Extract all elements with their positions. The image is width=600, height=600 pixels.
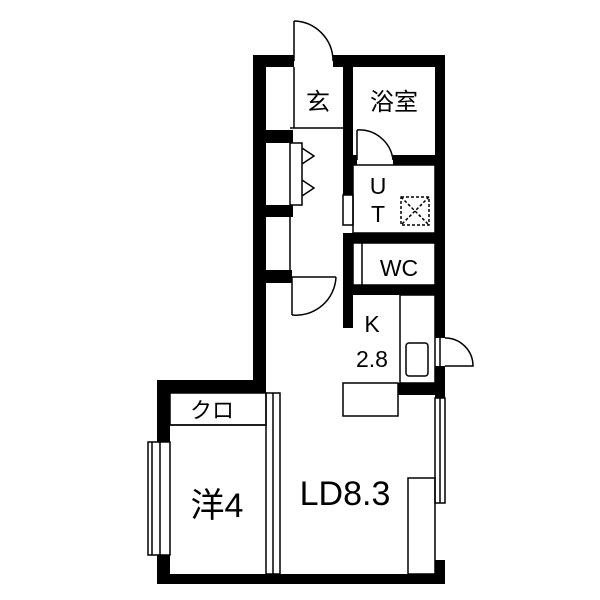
wall-left-upper: [253, 55, 266, 393]
shoe-closet: [289, 142, 303, 206]
wall-bath-bottom: [393, 155, 445, 165]
wall-bedroom-left-upper: [157, 380, 170, 442]
wall-toilet-bottom: [343, 285, 445, 295]
wall-utility-left: [343, 155, 353, 195]
kitchen-counter: [399, 294, 436, 384]
wall-top-right: [333, 55, 445, 67]
bedroom-window: [147, 441, 171, 556]
label-kitchen-name: K: [364, 311, 380, 337]
bathroom-door: [356, 129, 394, 161]
wall-bottom: [157, 574, 445, 584]
wall-utility-toilet: [343, 233, 445, 243]
wall-right-lower: [435, 366, 445, 398]
wall-corridor-bottom: [266, 270, 292, 283]
toilet-room-frame: [352, 242, 436, 286]
ld-window-lower: [407, 477, 436, 575]
label-toilet: WC: [380, 255, 418, 281]
interior-walls: [266, 55, 445, 395]
label-living-dining: LD8.3: [300, 475, 391, 513]
ld-door: [291, 276, 337, 316]
kitchen-side-door: [439, 337, 474, 367]
label-kitchen-size: 2.8: [356, 346, 388, 372]
utility-shelf: [342, 194, 354, 226]
closet-door-swing-1: [301, 147, 316, 165]
label-closet: クロ: [190, 398, 234, 423]
wall-corridor-step1: [266, 130, 293, 143]
washer-pan-diag-2: [400, 196, 430, 226]
label-entrance: 玄: [306, 89, 330, 116]
wall-entrance-bath: [343, 55, 353, 155]
label-utility-t: T: [371, 201, 385, 227]
door-swings: [291, 20, 474, 367]
wall-right-bottom: [435, 560, 445, 584]
kitchen-sink: [405, 342, 429, 377]
kitchen-cabinet: [342, 382, 399, 417]
outer-walls: [157, 55, 445, 584]
closet-door-swing-2: [301, 179, 316, 197]
front-door: [293, 20, 334, 62]
label-bathroom: 浴室: [370, 89, 418, 116]
washer-pan-diag-1: [400, 196, 430, 226]
wall-closet-top: [157, 380, 266, 393]
label-utility-u: U: [370, 173, 387, 199]
fixtures: [147, 67, 446, 575]
washer-pan: [400, 196, 430, 226]
room-labels: 玄 浴室 U T WC K 2.8 LD8.3 洋4 クロ: [190, 89, 418, 525]
wall-toilet-left: [343, 243, 353, 328]
wall-right-upper: [435, 55, 445, 338]
label-western-room: 洋4: [191, 487, 244, 525]
wall-corridor-step2: [266, 205, 293, 217]
washer-pan-frame: [352, 164, 436, 234]
wall-kitchen-counter: [398, 383, 445, 395]
